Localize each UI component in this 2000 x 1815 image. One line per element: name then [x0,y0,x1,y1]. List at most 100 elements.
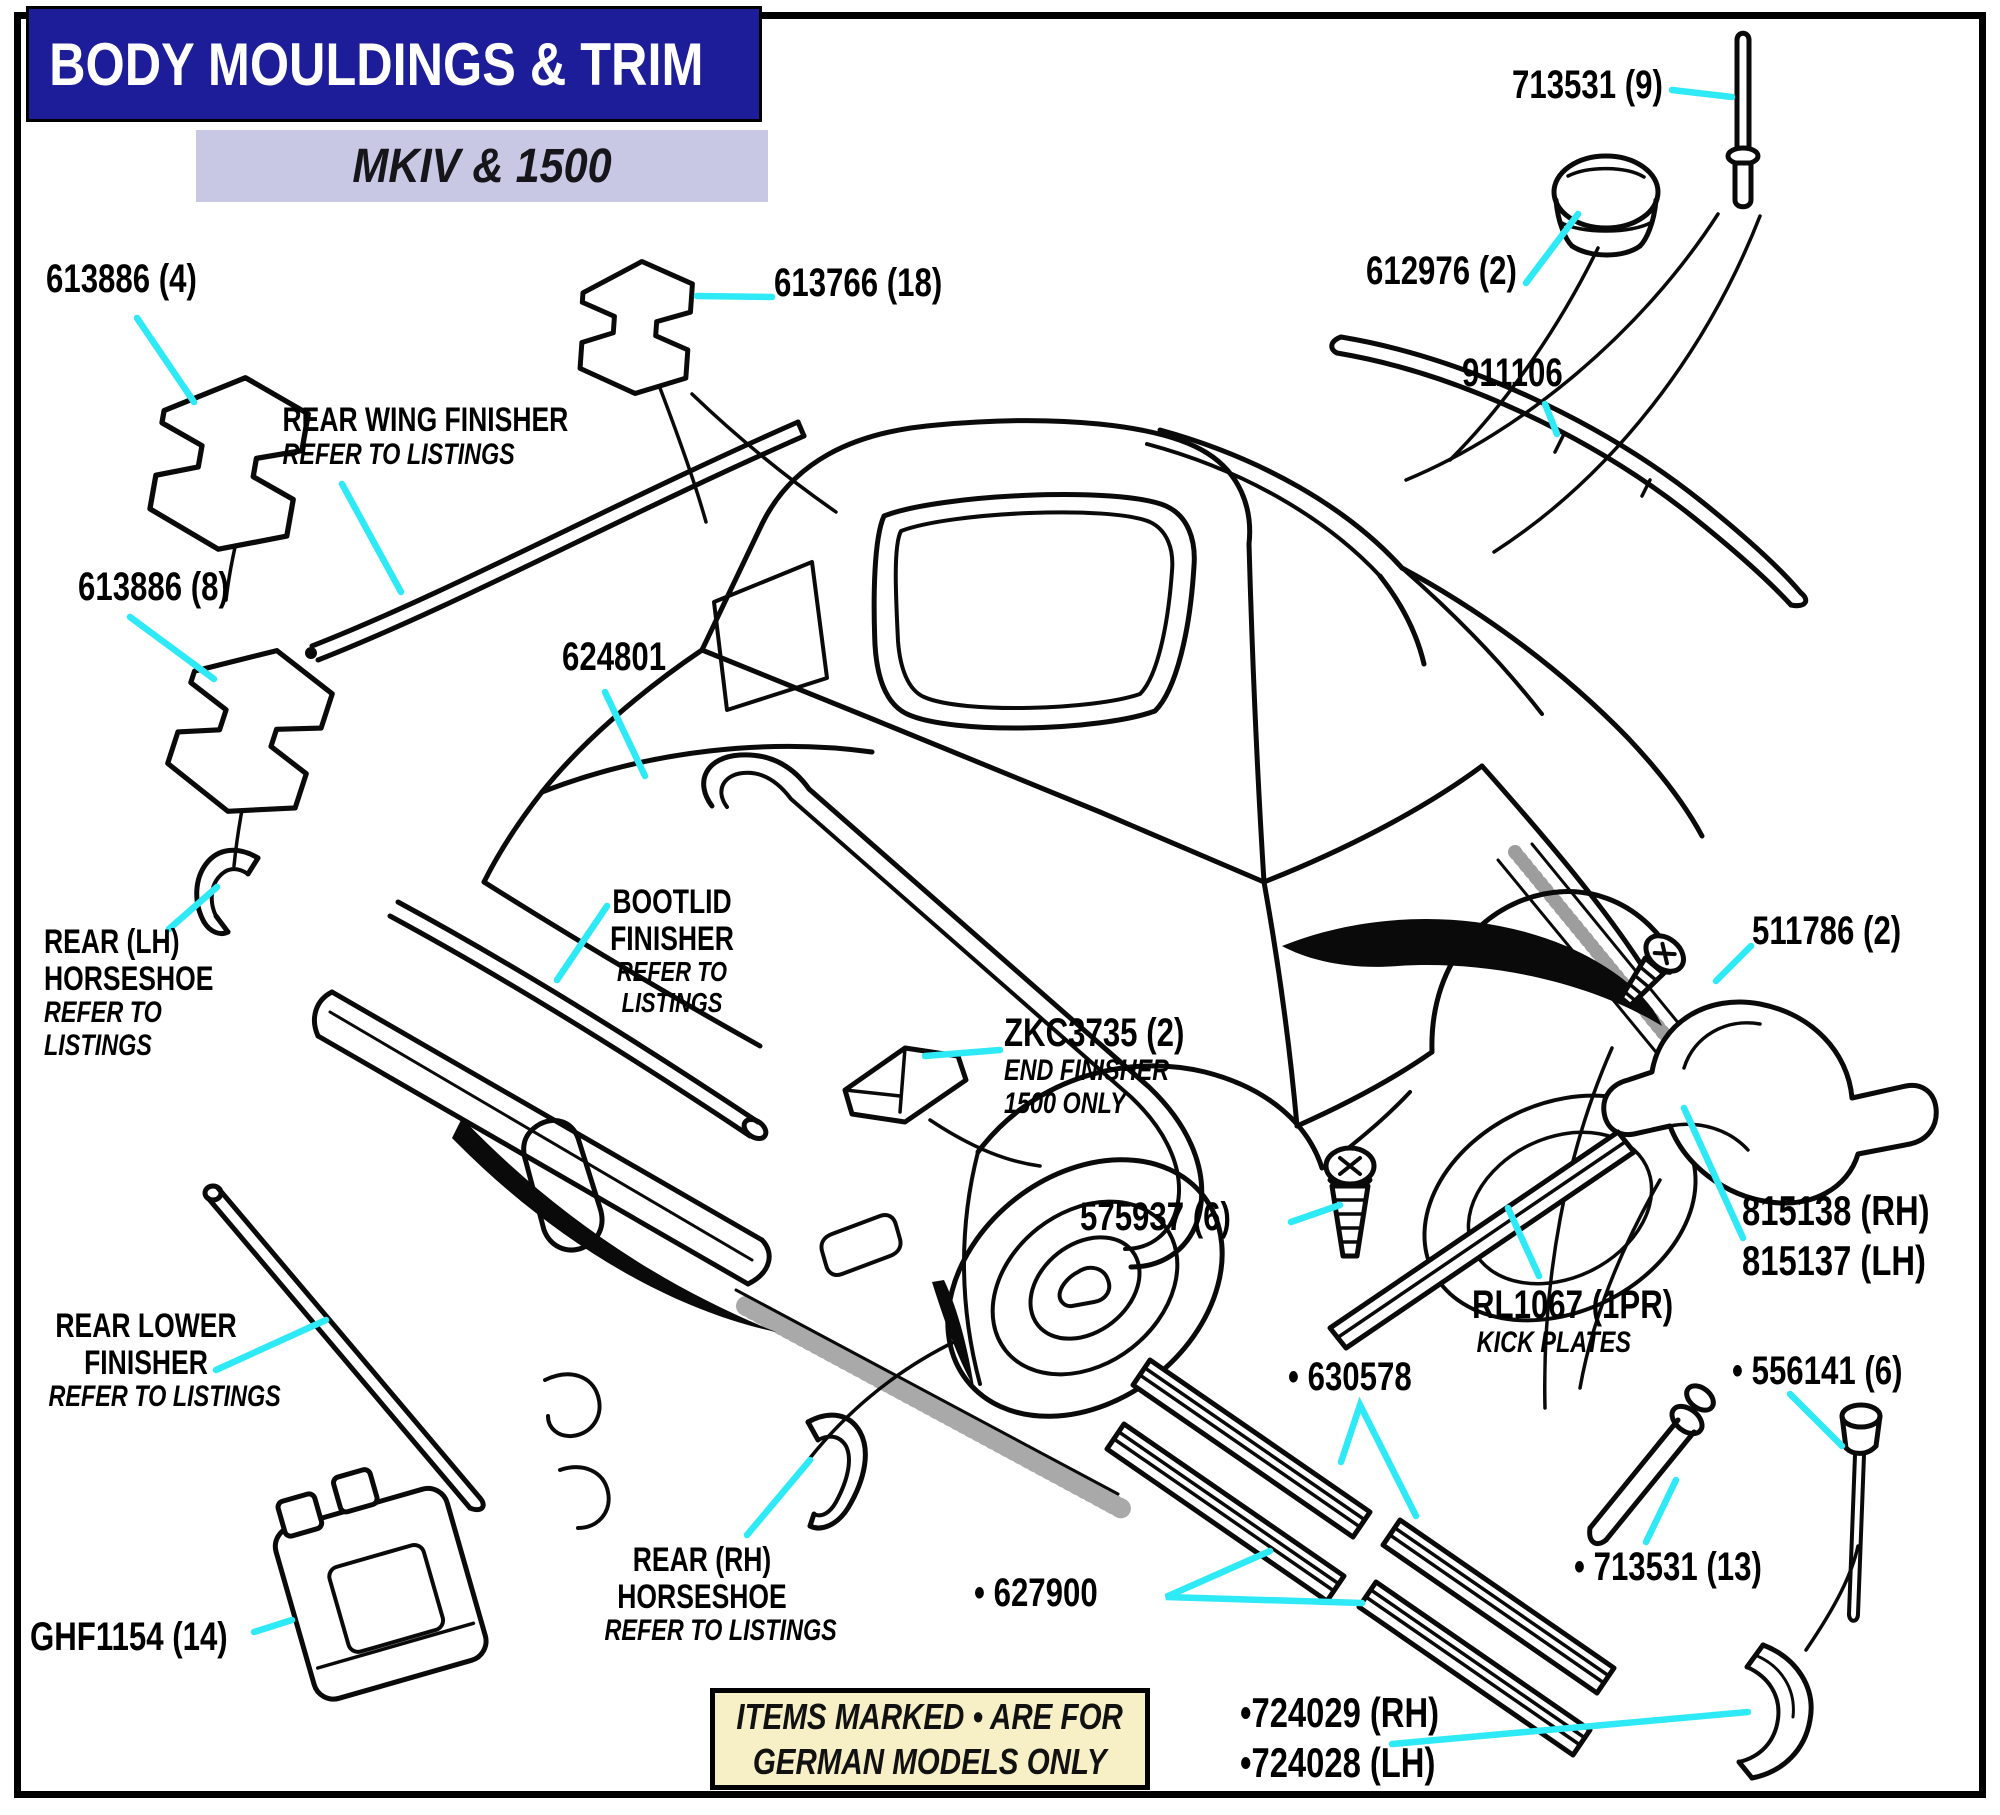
part-label-627900: • 627900 [974,1571,1098,1615]
part-815138-clip [1601,999,1939,1206]
leader-bootlid-finisher [553,902,611,984]
note-line-2: GERMAN MODELS ONLY [753,1741,1107,1782]
part-zkc3735-end-finisher [842,1045,969,1125]
windscreen-base [1377,573,1427,667]
label-line: 815137 (LH) [1742,1236,1926,1284]
page-title: BODY MOULDINGS & TRIM [49,30,704,98]
bonnet-shutline [1479,763,1649,975]
valance-curl-1 [543,1372,602,1439]
part-clip-613766 [576,258,694,397]
rear-window-inner [893,510,1175,710]
cowl-line [1400,566,1544,716]
label-rl1067: RL1067 (1PR) KICK PLATES [1472,1283,1674,1360]
label-line: 815138 (RH) [1742,1187,1930,1234]
part-rear-lh-horseshoe [194,847,261,937]
label-line: KICK PLATES [1476,1326,1631,1360]
rear-wheel-hub [1028,1235,1142,1341]
label-724029-724028: •724029 (RH) •724028 (LH) [1240,1688,1439,1787]
part-label-ghf1154: GHF1154 (14) [30,1615,228,1659]
label-line: •724028 (LH) [1240,1738,1436,1786]
bumper-face-line [328,1010,754,1262]
leader-624801 [601,688,649,780]
c-pillar [1246,541,1267,885]
leader-575937 [1287,1201,1344,1226]
door-shutline [1261,879,1300,1129]
car-illustration [224,212,1860,1652]
part-sill-strips [1104,1357,1617,1758]
leader-556141 [1786,1390,1846,1450]
title-bar: BODY MOULDINGS & TRIM [26,6,762,122]
german-models-note: ITEMS MARKED • ARE FOR GERMAN MODELS ONL… [710,1688,1150,1790]
label-line: REFER TO LISTINGS [48,1380,281,1414]
sweep-strokes [224,212,1860,1652]
label-line: RL1067 (1PR) [1472,1283,1674,1327]
leader-612976 [1522,210,1582,287]
leader-rear-wing-finisher [338,480,405,596]
label-line: HORSESHOE [44,959,214,998]
label-line: REAR (LH) [44,923,180,961]
note-line-1: ITEMS MARKED • ARE FOR [736,1696,1124,1737]
part-556141-pin [1839,1402,1883,1623]
leader-rear-rh-horseshoe [743,1456,814,1539]
part-713531-pin-top [1725,30,1761,210]
label-line: LISTINGS [621,986,723,1018]
part-label-713531-9: 713531 (9) [1512,63,1663,107]
part-612976-plug [1551,153,1661,258]
side-window [712,560,829,712]
label-zkc3735: ZKC3735 (2) END FINISHER 1500 ONLY [1004,1011,1185,1120]
leader-zkc3735 [921,1046,1004,1060]
part-label-624801: 624801 [562,635,667,679]
part-ghf1154-clip [272,1467,489,1702]
bumper-overrider [521,1118,605,1253]
windscreen-inner [1145,442,1382,578]
leader-713531-13 [1642,1476,1680,1546]
page-border-frame [14,12,1986,1798]
bootlid-edge [539,743,875,795]
part-bootlid-finisher-strip [387,899,769,1142]
model-band: MKIV & 1500 [196,130,768,202]
leader-511786 [1712,942,1755,985]
leader-613886-8 [126,613,218,683]
label-rear-rh-horseshoe: REAR (RH) HORSESHOE REFER TO LISTINGS [604,1542,837,1648]
tonneau-left-edge [539,647,705,795]
label-line: BOOTLID [612,883,732,921]
bumper-right-cap [745,1237,772,1287]
beltline [1261,763,1485,885]
label-line: REAR WING FINISHER [282,401,569,439]
leader-630578-fork [1337,1396,1420,1520]
label-line: END FINISHER [1004,1054,1170,1088]
leader-ghf1154 [250,1616,296,1636]
part-rear-wing-finisher-strip [305,419,807,663]
label-rear-lower-finisher: REAR LOWER FINISHER REFER TO LISTINGS [48,1307,281,1414]
stipple-bands [734,842,1704,1520]
hub-keyhole [1057,1265,1112,1309]
hardtop-left-edge [699,521,765,653]
part-label-575937: 575937 (6) [1080,1195,1231,1239]
label-line: REFER TO LISTINGS [604,1614,837,1648]
label-line: LISTINGS [44,1028,152,1062]
rear-panel-top [481,789,545,885]
leader-rl1067 [1504,1204,1543,1280]
windscreen-header [1157,427,1405,571]
label-line: REFER TO [616,956,728,988]
front-arch-shading [1282,918,1662,1026]
label-line: ZKC3735 (2) [1004,1011,1185,1055]
leader-lines [126,86,1846,1748]
rear-arch [975,1063,1325,1171]
label-815138-815137: 815138 (RH) 815137 (LH) [1742,1186,1930,1285]
leader-724029 [1388,1708,1752,1748]
bumper-top [329,989,765,1243]
leader-815138 [1680,1104,1747,1242]
label-line: REAR LOWER [55,1307,237,1345]
label-rear-wing-finisher: REAR WING FINISHER REFER TO LISTINGS [282,401,569,471]
leader-rear-lower-finisher [212,1316,330,1374]
front-wheel-arch [1429,889,1677,1055]
model-subtitle: MKIV & 1500 [352,139,612,193]
door-handle-recess [819,1213,903,1277]
part-911106-strip [1329,334,1809,609]
boot-seal-inner [719,770,1182,1251]
part-label-613766-18: 613766 (18) [774,261,943,305]
label-line: HORSESHOE [617,1577,787,1616]
roof-outline [759,418,1253,547]
